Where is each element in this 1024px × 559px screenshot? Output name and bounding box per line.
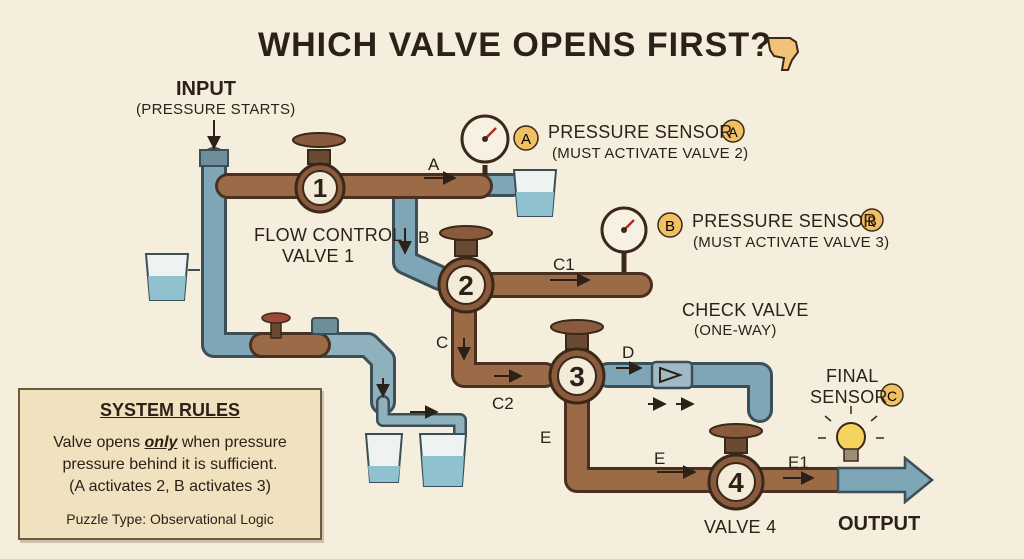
sensor-b-note: (MUST ACTIVATE VALVE 3) [693, 234, 890, 251]
valve-1 [292, 132, 346, 214]
beaker-bottom-2 [418, 433, 468, 487]
valve-4-number: 4 [728, 467, 744, 498]
output-arrow [836, 455, 934, 505]
pressure-gauge-b [600, 206, 648, 272]
path-d-label: D [622, 343, 634, 362]
badge-b-2: B [867, 213, 876, 229]
valve-3 [548, 319, 606, 405]
valve-4-name: VALVE 4 [704, 517, 777, 537]
sensor-badges: A A B B C [513, 119, 904, 407]
rules-line-3: (A activates 2, B activates 3) [69, 478, 271, 495]
path-c-label: C [436, 333, 448, 352]
input-label: INPUT [176, 78, 236, 100]
input-note: (PRESSURE STARTS) [136, 101, 296, 118]
rules-line-1-pre: Valve opens [53, 434, 145, 451]
final-sensor-line1: FINAL [826, 366, 879, 386]
rules-line-1-emphasis: only [144, 434, 178, 451]
input-coupling [199, 149, 229, 167]
rules-line-1-post: when pressure [177, 434, 287, 451]
rules-line-1: Valve opens only when pressure [20, 434, 320, 452]
output-label: OUTPUT [838, 513, 921, 535]
system-rules-panel: SYSTEM RULES Valve opens only when press… [18, 388, 322, 540]
valve-2-number: 2 [458, 270, 474, 301]
badge-b: B [665, 218, 675, 235]
beaker-left [144, 253, 200, 301]
valve-1-name-line2: VALVE 1 [282, 246, 355, 266]
valve-4 [707, 423, 765, 511]
beaker-bottom-1 [364, 433, 404, 483]
final-sensor-line2: SENSOR [810, 387, 888, 407]
beaker-top-right [512, 169, 558, 217]
system-rules-heading: SYSTEM RULES [99, 400, 241, 420]
rules-line-2: pressure behind it is sufficient. [62, 456, 278, 473]
lightbulb-icon [818, 406, 884, 462]
pointing-hand-icon [766, 37, 800, 71]
path-a-label: A [428, 155, 440, 174]
puzzle-type: Puzzle Type: Observational Logic [66, 511, 274, 527]
path-e-mid-label: E [654, 449, 665, 468]
valve-3-number: 3 [569, 361, 585, 392]
page-title: WHICH VALVE OPENS FIRST? [258, 26, 772, 64]
path-e-label: E [540, 428, 551, 447]
badge-a: A [521, 131, 531, 148]
sensor-a-title: PRESSURE SENSOR [548, 122, 733, 142]
bypass-valve [261, 312, 339, 339]
valve-1-number: 1 [313, 173, 327, 203]
path-c1-label: C1 [553, 255, 575, 274]
valve-1-name: FLOW CONTROL [254, 225, 403, 245]
path-c2-label: C2 [492, 394, 514, 413]
check-valve-note: (ONE-WAY) [694, 322, 777, 339]
badge-a-2: A [728, 124, 738, 140]
path-e1-label: E1 [788, 453, 809, 472]
badge-c: C [887, 388, 897, 404]
check-valve [650, 360, 694, 390]
valve-2 [437, 225, 495, 314]
sensor-b-title: PRESSURE SENSOR [692, 211, 877, 231]
path-b-label: B [418, 228, 429, 247]
sensor-a-note: (MUST ACTIVATE VALVE 2) [552, 145, 749, 162]
check-valve-title: CHECK VALVE [682, 300, 809, 320]
pressure-gauge-a [460, 114, 510, 175]
flow-arrows [376, 171, 815, 485]
